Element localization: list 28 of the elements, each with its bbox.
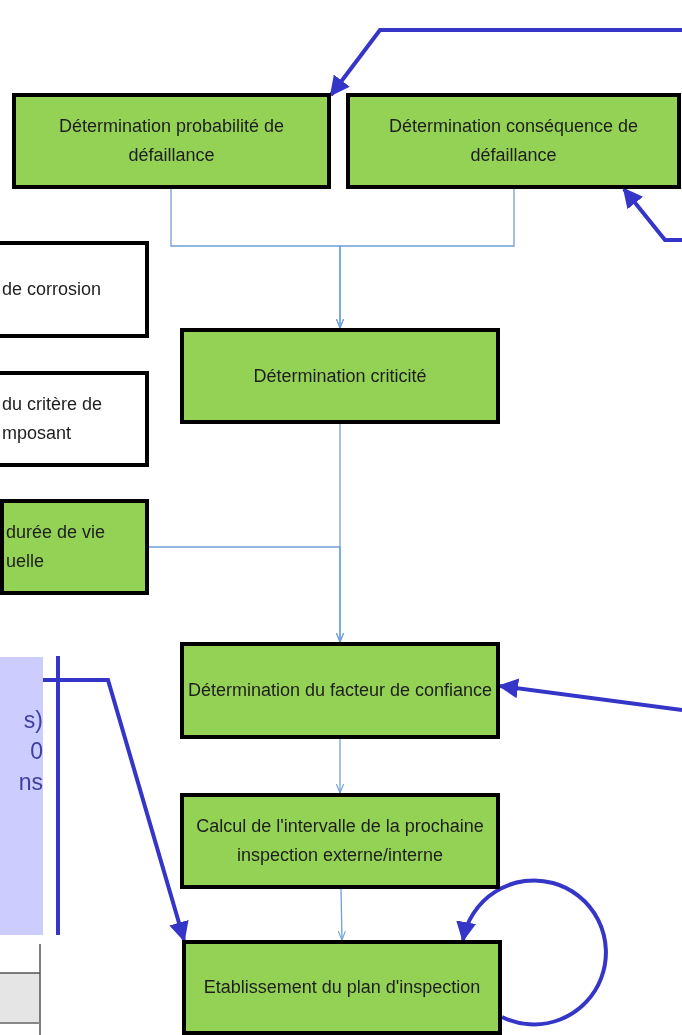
note-panel (0, 657, 43, 935)
box-label: de corrosion (2, 278, 102, 301)
box-label: durée de vie uelle (6, 521, 107, 573)
process-box (0, 499, 149, 595)
process-box (0, 371, 149, 467)
box-label: Détermination conséquence de défaillance (387, 115, 640, 167)
box-label: Calcul de l'intervalle de la prochaine inspection externe/interne (195, 815, 485, 867)
process-box (180, 642, 500, 739)
arrow (457, 878, 608, 1027)
box-label: du critère de mposant (2, 393, 104, 445)
arrow (43, 678, 189, 942)
process-box (346, 93, 681, 189)
process-box (180, 328, 500, 424)
box-label: Etablissement du plan d'inspection (203, 976, 481, 999)
arrow (335, 738, 345, 794)
box-label: Détermination criticité (253, 364, 427, 388)
process-box (0, 241, 149, 338)
arrow (622, 187, 682, 242)
arrow (329, 28, 682, 97)
process-box (12, 93, 331, 189)
arrow (148, 546, 345, 643)
arrow (335, 188, 515, 329)
process-box (180, 793, 500, 889)
box-label: Détermination probabilité de défaillance (57, 115, 286, 167)
process-box (182, 940, 502, 1035)
box-label: Détermination du facteur de confiance (187, 679, 493, 702)
arrow (337, 888, 346, 941)
note-text: s) 0 ns (17, 706, 43, 797)
